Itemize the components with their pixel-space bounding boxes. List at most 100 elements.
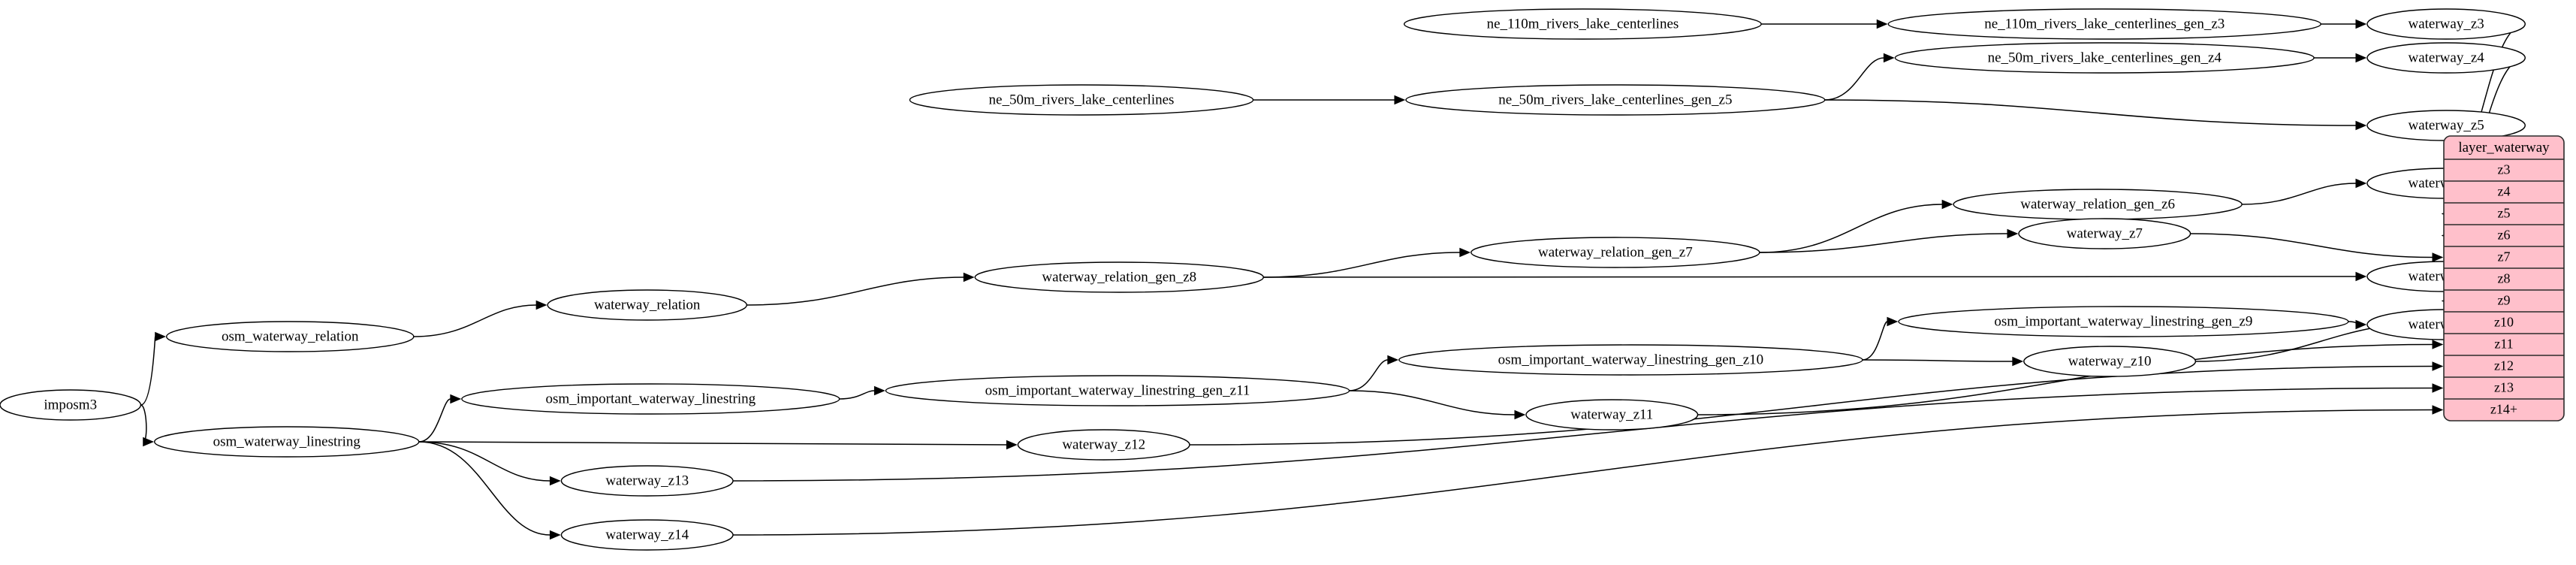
graph-edge (1349, 355, 1399, 391)
graph-node-waterway_z7[interactable]: waterway_z7 (2018, 218, 2191, 249)
graph-edge (418, 441, 561, 540)
node-ellipse (461, 383, 840, 415)
graph-edge (2348, 319, 2367, 330)
edge-line (1862, 359, 2013, 362)
record-node-layer-waterway[interactable]: layer_waterwayz3z4z5z6z7z8z9z10z11z12z13… (2443, 135, 2565, 421)
graph-edge (1761, 19, 1888, 29)
node-label: waterway_z10 (2068, 353, 2152, 369)
edge-arrowhead-icon (2355, 53, 2367, 63)
edge-line (1759, 233, 2007, 253)
edge-line (1263, 276, 2356, 278)
node-ellipse (974, 261, 1264, 293)
edge-line (1862, 321, 1888, 361)
graph-node-ne_50m_rivers_lake_centerlines_gen_z4[interactable]: ne_50m_rivers_lake_centerlines_gen_z4 (1894, 42, 2315, 74)
node-ellipse (1405, 84, 1826, 116)
edge-line (1189, 365, 2433, 446)
graph-edge (1759, 199, 1953, 253)
graph-node-ne_50m_rivers_lake_centerlines_gen_z5[interactable]: ne_50m_rivers_lake_centerlines_gen_z5 (1405, 84, 1826, 116)
node-ellipse (2366, 42, 2526, 74)
node-label: ne_110m_rivers_lake_centerlines (1487, 16, 1679, 32)
graph-node-waterway_relation_gen_z7[interactable]: waterway_relation_gen_z7 (1470, 237, 1760, 268)
graph-edge (2242, 178, 2367, 205)
node-ellipse (1887, 8, 2321, 40)
graph-node-osm_important_waterway_linestring_gen_z11[interactable]: osm_important_waterway_linestring_gen_z1… (885, 375, 1350, 406)
graph-node-waterway_z11[interactable]: waterway_z11 (1525, 399, 1699, 431)
graph-node-osm_waterway_relation[interactable]: osm_waterway_relation (166, 321, 415, 352)
edge-line (140, 404, 147, 443)
edge-line (732, 409, 2433, 536)
node-label: osm_important_waterway_linestring_gen_z1… (1498, 352, 1764, 367)
node-label: osm_important_waterway_linestring (545, 391, 756, 406)
record-row-label: z6 (2498, 228, 2511, 243)
node-label: waterway_z3 (2408, 16, 2484, 32)
edge-arrowhead-icon (549, 476, 561, 486)
edge-arrowhead-icon (549, 530, 561, 540)
graph-node-ne_110m_rivers_lake_centerlines_gen_z3[interactable]: ne_110m_rivers_lake_centerlines_gen_z3 (1887, 8, 2321, 40)
graph-node-waterway_relation_gen_z6[interactable]: waterway_relation_gen_z6 (1953, 189, 2243, 220)
graph-node-waterway_z14[interactable]: waterway_z14 (560, 519, 734, 551)
graph-edge (140, 404, 154, 447)
edge-line (732, 387, 2433, 482)
graph-edge (418, 440, 1018, 450)
edge-arrowhead-icon (1394, 95, 1406, 105)
edge-arrowhead-icon (143, 437, 154, 447)
graph-edge (1759, 228, 2019, 253)
graph-node-waterway_relation[interactable]: waterway_relation (547, 289, 747, 321)
node-ellipse (909, 84, 1254, 116)
graph-node-waterway_relation_gen_z8[interactable]: waterway_relation_gen_z8 (974, 261, 1264, 293)
node-ellipse (2366, 8, 2526, 40)
graph-node-ne_110m_rivers_lake_centerlines[interactable]: ne_110m_rivers_lake_centerlines (1404, 8, 1762, 40)
edge-arrowhead-icon (1514, 409, 1526, 420)
node-ellipse (2023, 346, 2197, 377)
graph-node-waterway_z4[interactable]: waterway_z4 (2366, 42, 2526, 74)
record-outline (2443, 135, 2565, 421)
edge-arrowhead-icon (873, 385, 885, 396)
node-label: waterway_z14 (605, 527, 689, 542)
graph-edge (747, 272, 975, 306)
record-node-layer: layer_waterwayz3z4z5z6z7z8z9z10z11z12z13… (2443, 135, 2565, 421)
edge-arrowhead-icon (2432, 252, 2444, 262)
edge-arrowhead-icon (2355, 19, 2367, 29)
graph-node-waterway_z5[interactable]: waterway_z5 (2366, 110, 2526, 141)
record-row-label: z3 (2498, 162, 2511, 177)
edge-arrowhead-icon (2432, 383, 2444, 393)
edge-line (140, 336, 156, 406)
node-label: osm_waterway_linestring (213, 434, 361, 449)
graph-node-imposm3[interactable]: imposm3 (0, 389, 142, 421)
graph-node-waterway_z3[interactable]: waterway_z3 (2366, 8, 2526, 40)
node-ellipse (1898, 306, 2349, 337)
edge-arrowhead-icon (963, 272, 975, 282)
node-label: ne_50m_rivers_lake_centerlines (989, 92, 1175, 107)
graph-edge (2190, 233, 2444, 262)
graph-node-osm_important_waterway_linestring_gen_z10[interactable]: osm_important_waterway_linestring_gen_z1… (1398, 344, 1863, 376)
graph-edge (140, 331, 166, 406)
graph-edge (732, 405, 2444, 536)
graph-edge (2321, 19, 2367, 29)
node-label: waterway_z12 (1062, 437, 1145, 452)
node-label: ne_50m_rivers_lake_centerlines_gen_z5 (1498, 92, 1732, 107)
record-row-label: z4 (2498, 184, 2511, 199)
graph-node-osm_waterway_linestring[interactable]: osm_waterway_linestring (154, 426, 420, 458)
edge-line (2242, 183, 2356, 205)
graph-edge (1263, 247, 1471, 278)
node-label: waterway_z7 (2067, 225, 2143, 241)
graph-node-osm_important_waterway_linestring[interactable]: osm_important_waterway_linestring (461, 383, 840, 415)
node-ellipse (1017, 429, 1190, 461)
edge-arrowhead-icon (1876, 19, 1888, 29)
node-label: waterway_relation (594, 297, 701, 313)
node-ellipse (166, 321, 415, 352)
record-title: layer_waterway (2458, 140, 2550, 156)
graph-node-waterway_z12[interactable]: waterway_z12 (1017, 429, 1190, 461)
edge-arrowhead-icon (1459, 247, 1471, 258)
edge-arrowhead-icon (1883, 53, 1895, 63)
graph-node-ne_50m_rivers_lake_centerlines[interactable]: ne_50m_rivers_lake_centerlines (909, 84, 1254, 116)
graph-node-waterway_z13[interactable]: waterway_z13 (560, 465, 734, 497)
node-label: osm_waterway_relation (222, 328, 359, 344)
graph-node-waterway_z10[interactable]: waterway_z10 (2023, 346, 2197, 377)
node-label: waterway_relation_gen_z8 (1042, 269, 1196, 285)
node-label: waterway_z5 (2408, 117, 2484, 133)
node-ellipse (1470, 237, 1760, 268)
edge-arrowhead-icon (2355, 271, 2367, 282)
graph-node-osm_important_waterway_linestring_gen_z9[interactable]: osm_important_waterway_linestring_gen_z9 (1898, 306, 2349, 337)
node-label: osm_important_waterway_linestring_gen_z9 (1994, 313, 2252, 329)
